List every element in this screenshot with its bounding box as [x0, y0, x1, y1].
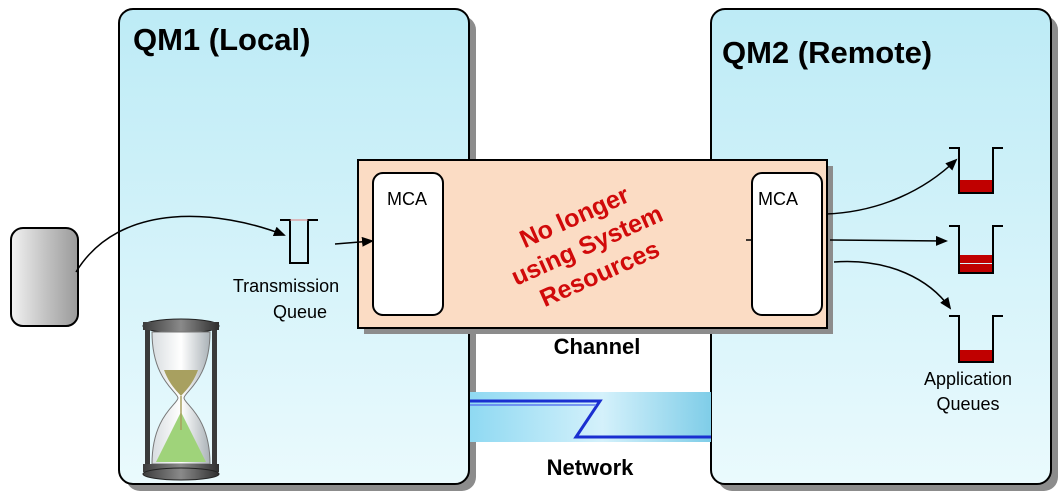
hourglass-icon [142, 318, 220, 481]
arrow-mca-to-queue-2 [829, 235, 948, 246]
network-line [470, 399, 711, 439]
queue-message [960, 180, 992, 192]
application-box-icon [10, 227, 79, 327]
arrow-mca-to-queue-3 [833, 260, 952, 310]
message-flow-arrows [75, 158, 958, 310]
network-link: Network [470, 392, 711, 480]
queue-icon [280, 219, 318, 264]
application-queue-2 [949, 225, 1003, 274]
transmission-queue-label-1: Transmission [233, 276, 339, 296]
queue-message [960, 255, 992, 263]
mca-right-label: MCA [758, 189, 798, 209]
application-queues-label-1: Application [924, 369, 1012, 389]
mca-left: MCA [372, 172, 444, 316]
qm2-queue-manager: QM2 (Remote) [710, 8, 1058, 491]
arrow-xmitq-to-mca [334, 236, 374, 247]
mca-left-label: MCA [387, 189, 427, 209]
arrow-mca-to-queue-1 [825, 158, 958, 215]
transmission-queue-label-2: Queue [273, 302, 327, 322]
qm1-title: QM1 (Local) [133, 22, 310, 57]
network-label: Network [547, 455, 635, 480]
transmission-queue: Transmission Queue [233, 219, 339, 322]
qm2-title: QM2 (Remote) [722, 35, 932, 70]
application-queue-1 [949, 147, 1003, 194]
mca-right-box [751, 172, 823, 316]
application-queues-label-2: Queues [936, 394, 999, 414]
channel: Channel MCA MCA No longer using System R… [357, 159, 833, 359]
channel-label: Channel [554, 334, 641, 359]
mca-right: MCA [751, 172, 823, 316]
queue-message [960, 264, 992, 272]
arrow-app-to-xmitq [75, 215, 286, 273]
application-queue-3 [949, 315, 1003, 363]
queue-message [960, 350, 992, 361]
